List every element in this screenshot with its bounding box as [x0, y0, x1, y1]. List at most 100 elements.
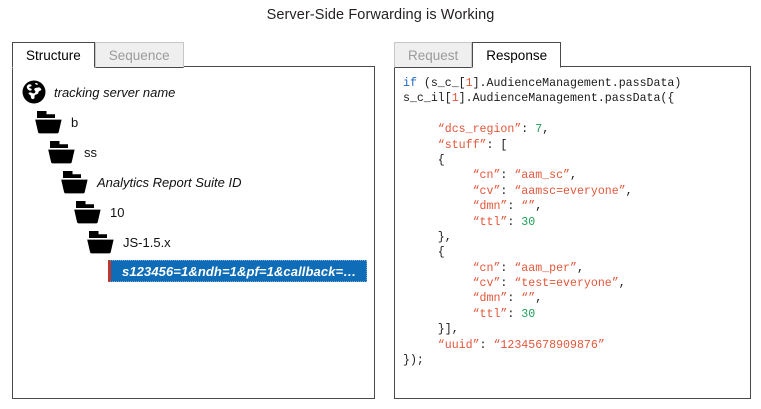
code-token	[403, 292, 473, 305]
code-token: “”	[521, 200, 536, 214]
tab-sequence[interactable]: Sequence	[94, 42, 184, 68]
tree-leaf-row[interactable]: s123456=1&ndh=1&pf=1&callback=…	[13, 259, 374, 283]
code-token: (s_c_[	[416, 77, 466, 90]
tree-node-b[interactable]: b	[13, 107, 374, 137]
code-line: },	[403, 230, 750, 245]
folder-icon	[86, 230, 116, 254]
tab-structure[interactable]: Structure	[12, 42, 95, 68]
code-token: },	[403, 230, 452, 244]
code-token: ,	[542, 123, 550, 137]
code-token: ,	[625, 184, 633, 198]
code-token: “aam_per”	[514, 261, 577, 275]
code-token: {	[403, 246, 445, 260]
code-token	[403, 308, 473, 321]
tab-response[interactable]: Response	[472, 42, 562, 68]
code-token: s_c_il[	[403, 92, 452, 106]
page-title: Server-Side Forwarding is Working	[266, 7, 495, 23]
code-token: “dmn”	[472, 292, 508, 306]
selected-query-string[interactable]: s123456=1&ndh=1&pf=1&callback=…	[108, 260, 368, 282]
tree-node-ss[interactable]: ss	[13, 137, 374, 167]
code-token: “cv”	[472, 277, 501, 291]
code-token: “dcs_region”	[437, 123, 522, 137]
tree-node-label: JS-1.5.x	[123, 234, 171, 250]
tree-node-label: Analytics Report Suite ID	[97, 174, 242, 190]
code-token	[403, 185, 473, 198]
code-token	[403, 169, 473, 182]
code-line: “cv”: “test=everyone”,	[403, 276, 750, 291]
tab-structure-label: Structure	[26, 47, 81, 63]
code-token: ,	[570, 169, 577, 183]
tree-node-analytics-report-suite-id[interactable]: Analytics Report Suite ID	[13, 167, 374, 197]
folder-icon	[60, 170, 90, 194]
code-token: :	[521, 123, 536, 137]
code-token: “cv”	[472, 184, 501, 198]
code-token: }],	[403, 323, 459, 337]
code-token: :	[507, 307, 522, 321]
code-token: });	[403, 354, 424, 368]
code-token: :	[500, 184, 515, 198]
code-token: :	[507, 215, 522, 229]
code-line: “cn”: “aam_per”,	[403, 261, 750, 276]
code-token: 7	[535, 123, 543, 137]
code-token: 30	[521, 307, 536, 321]
code-token: if	[403, 77, 417, 90]
code-token: :	[500, 261, 515, 275]
code-line: });	[403, 353, 750, 368]
code-line: “stuff”: [	[403, 138, 750, 153]
globe-icon	[21, 79, 47, 105]
code-token: “uuid”	[437, 338, 480, 352]
folder-icon	[73, 200, 103, 224]
code-line: “dcs_region”: 7,	[403, 122, 750, 137]
tree-node-tracking-server-name[interactable]: tracking server name	[13, 77, 374, 107]
code-token: “ttl”	[472, 215, 508, 229]
code-token: :	[507, 200, 522, 214]
code-token: “”	[521, 292, 536, 306]
code-line: “ttl”: 30	[403, 307, 750, 322]
code-token: ,	[535, 292, 543, 306]
code-token: “aamsc=everyone”	[514, 184, 626, 198]
code-token	[403, 200, 473, 213]
folder-icon	[34, 110, 64, 134]
code-token: “ttl”	[472, 307, 508, 321]
code-token: “12345678909876”	[493, 338, 605, 352]
code-token: “stuff”	[437, 138, 487, 152]
tree-node-label: b	[71, 114, 79, 130]
code-line: “dmn”: “”,	[403, 291, 750, 306]
code-line: “uuid”: “12345678909876”	[403, 338, 750, 353]
response-panel-body: if (s_c_[1].AudienceManagement.passData)…	[394, 66, 751, 399]
tree-node-label: ss	[84, 144, 97, 160]
tab-request[interactable]: Request	[394, 42, 473, 68]
code-token: “cn”	[472, 169, 501, 183]
code-token: 1	[451, 92, 459, 106]
code-token	[403, 339, 438, 352]
code-line: if (s_c_[1].AudienceManagement.passData)	[403, 76, 750, 91]
right-tabstrip: Request Response	[394, 41, 562, 68]
tree-node-label: tracking server name	[54, 84, 176, 100]
code-token: ].AudienceManagement.passData)	[472, 77, 682, 90]
code-token: 30	[521, 215, 536, 229]
code-token	[403, 262, 473, 275]
code-token: :	[500, 277, 515, 291]
code-token: : [	[486, 138, 508, 152]
code-line: {	[403, 153, 750, 168]
code-token: “dmn”	[472, 200, 508, 214]
tree-node-js-1-5-x[interactable]: JS-1.5.x	[13, 227, 374, 257]
folder-icon	[47, 140, 77, 164]
code-line: }],	[403, 322, 750, 337]
tab-request-label: Request	[408, 47, 459, 63]
code-token: “cn”	[472, 261, 501, 275]
code-token: 1	[465, 77, 473, 90]
code-token: :	[507, 292, 522, 306]
code-token: ,	[618, 277, 626, 291]
code-token	[403, 123, 438, 136]
tree-node-10[interactable]: 10	[13, 197, 374, 227]
code-line: “ttl”: 30	[403, 215, 750, 230]
code-token: ,	[535, 200, 543, 214]
code-token: ].AudienceManagement.passData({	[458, 92, 675, 106]
code-line: {	[403, 245, 750, 260]
response-code-block: if (s_c_[1].AudienceManagement.passData)…	[395, 67, 750, 368]
tab-response-label: Response	[486, 47, 548, 63]
tree-node-label: 10	[110, 204, 125, 220]
code-line: “cv”: “aamsc=everyone”,	[403, 184, 750, 199]
